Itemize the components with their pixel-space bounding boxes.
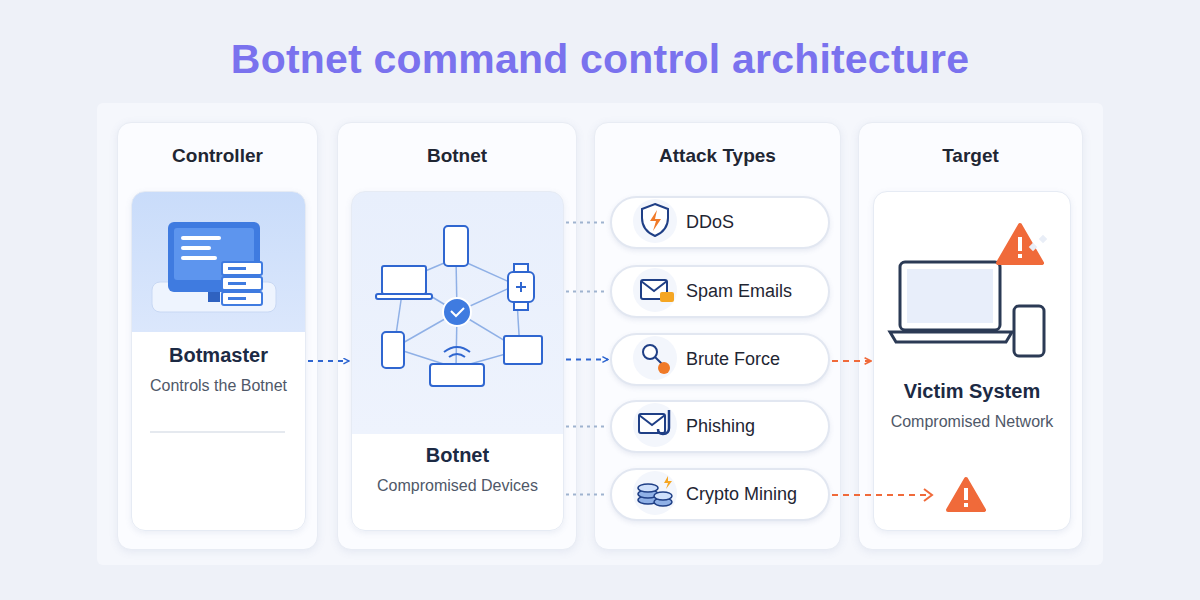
text-group: DDoS <box>686 198 820 247</box>
attack-icons <box>633 199 677 515</box>
text-group: Target <box>865 145 1076 167</box>
text-group: Controller <box>124 145 311 167</box>
card-description: Compromised Devices <box>358 475 557 496</box>
watch-cross <box>516 282 526 292</box>
attack-pill: Spam Emails <box>610 265 830 318</box>
column-heading: Attack Types <box>601 145 834 167</box>
divider-line <box>150 431 285 433</box>
attack-label: Spam Emails <box>686 281 792 302</box>
dotted-link <box>566 222 608 224</box>
warning-icon <box>948 479 984 510</box>
info-card: BotnetCompromised Devices <box>351 191 564 531</box>
column-heading: Controller <box>124 145 311 167</box>
command-arrow <box>566 359 608 361</box>
card-description: Compromised Network <box>880 411 1064 432</box>
card-title: Botmaster <box>138 344 299 367</box>
attack-pill: DDoS <box>610 196 830 249</box>
card-title: Botnet <box>358 444 557 467</box>
text-group: Brute Force <box>686 335 820 384</box>
attack-pill: Phishing <box>610 400 830 453</box>
attack-label: Crypto Mining <box>686 484 797 505</box>
dotted-link <box>566 291 608 293</box>
victim-illustration <box>890 225 1047 356</box>
text-group: Victim SystemCompromised Network <box>880 380 1064 432</box>
diagram-title: Botnet command control architecture <box>0 36 1200 83</box>
dotted-link <box>566 426 608 428</box>
column-heading: Botnet <box>344 145 570 167</box>
text-group: Spam Emails <box>686 267 820 316</box>
dotted-link <box>566 494 608 496</box>
column-panel: TargetVictim SystemCompromised Network <box>858 122 1083 550</box>
text-group: Botnet <box>344 145 570 167</box>
column-panel: ControllerBotmasterControls the Botnet <box>117 122 318 550</box>
wifi-symbol <box>444 347 470 357</box>
card-title: Victim System <box>880 380 1064 403</box>
text-group: Crypto Mining <box>686 470 820 519</box>
command-arrow <box>308 360 349 362</box>
column-heading: Target <box>865 145 1076 167</box>
column-panel: Attack TypesDDoS Spam EmailsBrute ForcePh… <box>594 122 841 550</box>
warning-arrow <box>832 494 930 496</box>
info-card: BotmasterControls the Botnet <box>131 191 306 531</box>
attack-label: Brute Force <box>686 349 780 370</box>
info-card: Victim SystemCompromised Network <box>873 191 1071 531</box>
device-icons <box>376 226 542 386</box>
network-icon <box>394 258 520 368</box>
attack-label: DDoS <box>686 212 734 233</box>
attack-arrow <box>832 360 871 362</box>
text-group: BotmasterControls the Botnet <box>138 344 299 396</box>
warning-arrowhead <box>924 489 932 501</box>
text-group: BotnetCompromised Devices <box>358 444 557 496</box>
column-panel: BotnetBotnetCompromised Devices <box>337 122 577 550</box>
server-icon <box>152 222 276 312</box>
attack-label: Phishing <box>686 416 755 437</box>
card-description: Controls the Botnet <box>138 375 299 396</box>
text-group: Phishing <box>686 402 820 451</box>
text-group: Attack Types <box>601 145 834 167</box>
attack-pill: Brute Force <box>610 333 830 386</box>
hub-check <box>451 308 464 316</box>
attack-pill: Crypto Mining <box>610 468 830 521</box>
